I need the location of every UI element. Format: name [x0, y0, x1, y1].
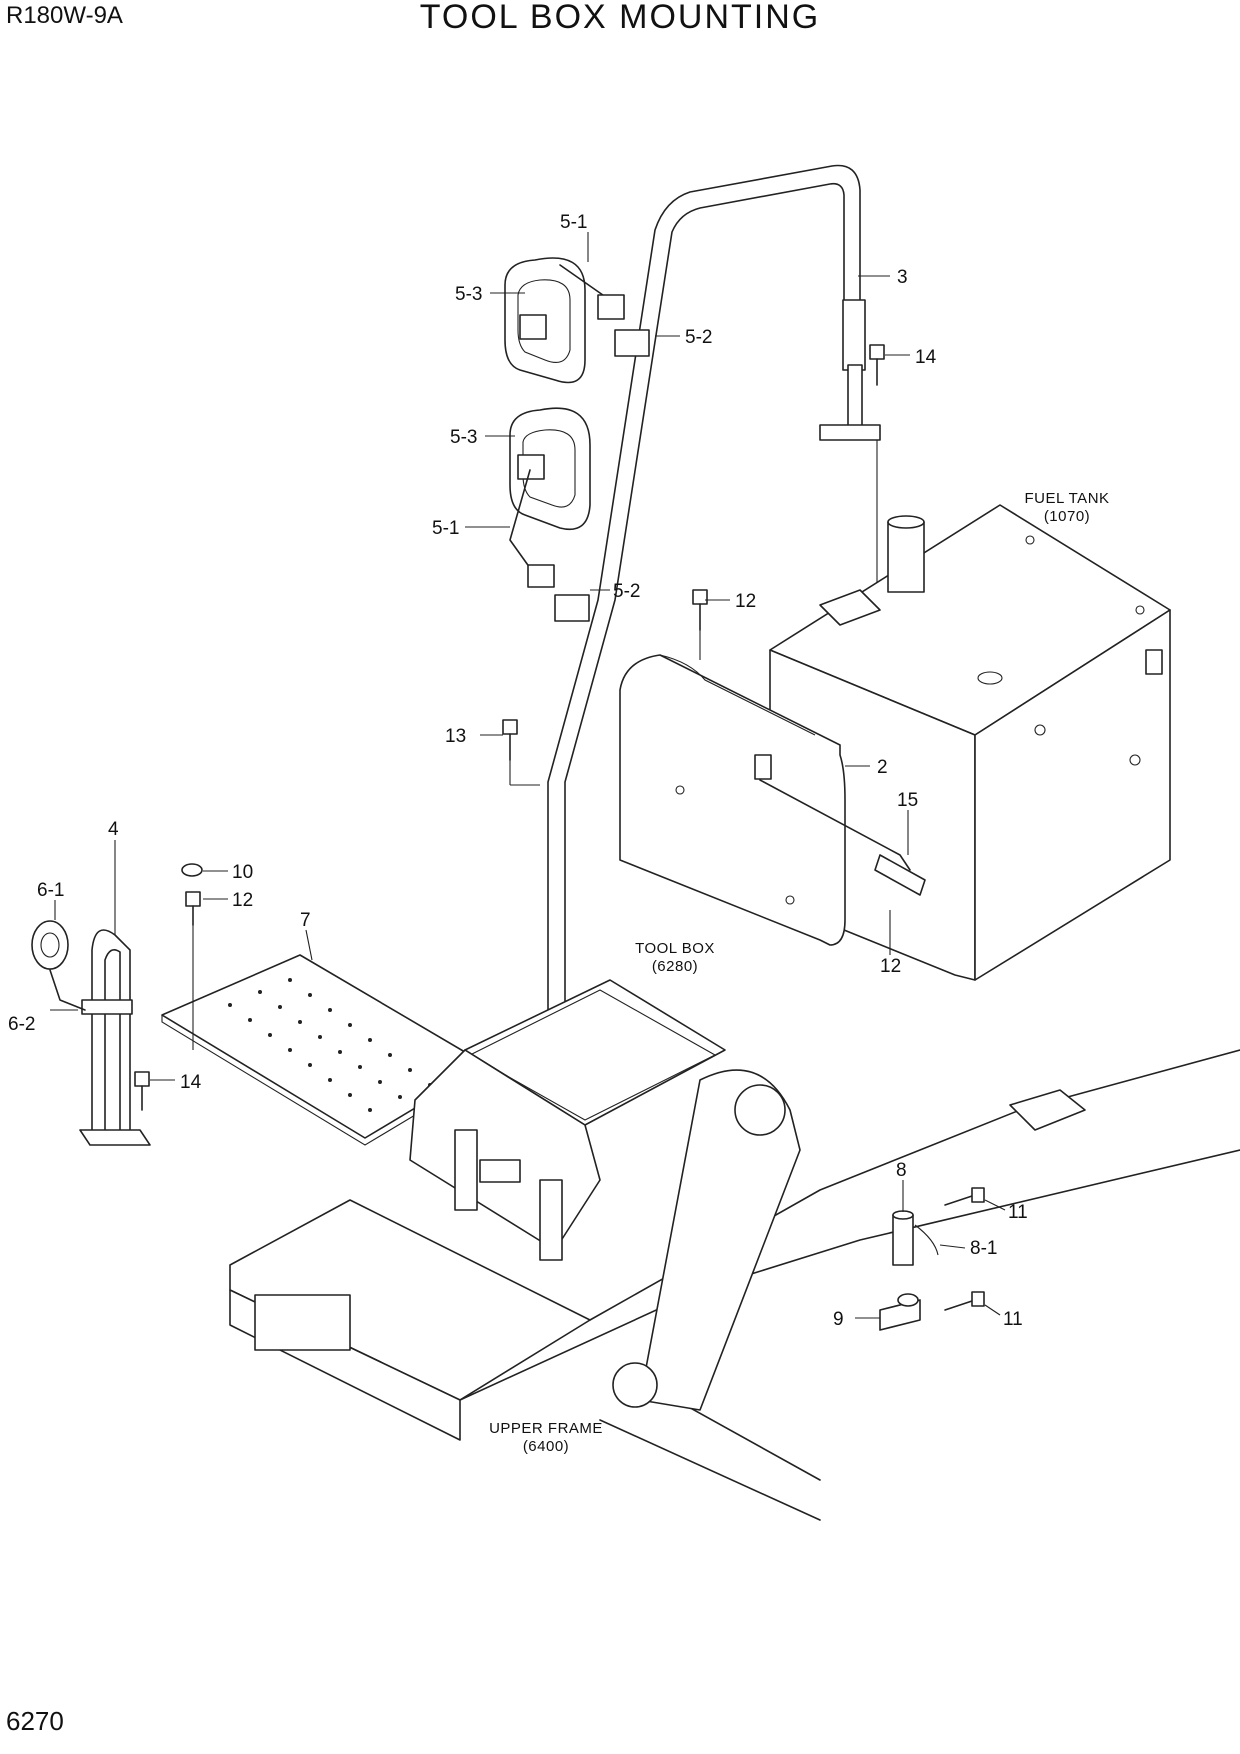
tool-box: [409, 979, 726, 1261]
bolt-13: [502, 719, 540, 786]
bolt-14-left: [134, 1071, 150, 1111]
bolt-12-left: [185, 891, 201, 1050]
callout: 6-1: [37, 880, 64, 901]
leader-lines: [50, 232, 1006, 1319]
callout: 9: [833, 1309, 844, 1330]
page-number: 6270: [6, 1706, 64, 1736]
bolt-14-upper: [869, 344, 885, 386]
model-number: R180W-9A: [6, 2, 123, 29]
callout: 5-2: [613, 581, 640, 602]
page-title: TOOL BOX MOUNTING: [419, 0, 821, 36]
callout: 12: [735, 591, 756, 612]
callout: 5-3: [450, 427, 477, 448]
callout: 5-3: [455, 284, 482, 305]
callout: 11: [1008, 1202, 1028, 1223]
callout: 12: [880, 956, 901, 977]
callout: 10: [232, 862, 253, 883]
callout: 4: [108, 819, 119, 840]
callout: 11: [1003, 1309, 1023, 1330]
callout: 5-1: [432, 518, 459, 539]
upper-frame: [229, 1049, 1240, 1521]
callout: 5-1: [560, 212, 587, 233]
callout: 5-2: [685, 327, 712, 348]
callout: 3: [897, 267, 908, 288]
callout-labels: 5-1 5-3 5-2 3 14 5-3 5-1 5-2 12 13 2 15 …: [8, 212, 1028, 1330]
fuel-tank-label: FUEL TANK: [1024, 490, 1109, 507]
callout: 14: [180, 1072, 202, 1093]
callout: 7: [300, 910, 311, 931]
tool-box-label: TOOL BOX: [635, 940, 715, 957]
pin-8: [892, 1187, 985, 1266]
handrail-3: [547, 164, 881, 1181]
bolt-12-upper: [692, 589, 708, 660]
callout: 12: [232, 890, 253, 911]
fuel-tank-code: (1070): [1044, 508, 1090, 525]
mirror-lower: [509, 407, 591, 622]
washer-10: [181, 863, 203, 877]
callout: 15: [897, 790, 918, 811]
side-rail-4: [31, 920, 151, 1146]
tool-box-code: (6280): [652, 958, 698, 975]
reference-labels: FUEL TANK (1070) TOOL BOX (6280) UPPER F…: [489, 490, 1109, 1455]
callout: 13: [445, 726, 466, 747]
plate-pattern: [228, 978, 432, 1112]
mirror-upper: [504, 257, 650, 384]
callout: 8: [896, 1160, 907, 1181]
upper-frame-label: UPPER FRAME: [489, 1420, 603, 1437]
callout: 14: [915, 347, 937, 368]
callout: 2: [877, 757, 888, 778]
callout: 8-1: [970, 1238, 997, 1259]
callout: 6-2: [8, 1014, 35, 1035]
tool-box-cover-2: [619, 654, 926, 946]
bracket-9: [879, 1291, 985, 1331]
upper-frame-code: (6400): [523, 1438, 569, 1455]
